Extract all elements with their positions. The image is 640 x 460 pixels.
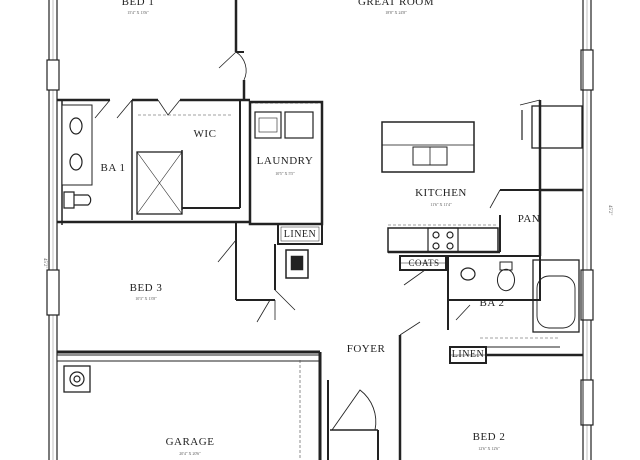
room-dim-great-room: 18'8" X 24'8" — [385, 10, 407, 15]
room-label-pan: PAN — [517, 213, 541, 225]
room-label-linen-1: LINEN — [283, 229, 317, 240]
room-dim-laundry: 10'5" X 5'5" — [275, 171, 295, 176]
window-left-2 — [46, 269, 60, 316]
room-label-bed3: BED 3 — [129, 282, 163, 294]
garage-water-heater — [63, 365, 91, 393]
ba2-tub — [532, 259, 580, 333]
room-label-ba2: BA 2 — [479, 297, 505, 309]
room-label-coats: COATS — [408, 258, 440, 268]
room-label-wic: WIC — [193, 128, 217, 140]
room-label-kitchen: KITCHEN — [415, 187, 467, 199]
ba1-toilet — [63, 191, 92, 209]
room-dim-kitchen: 11'6" X 11'4" — [430, 202, 452, 207]
room-label-bed2: BED 2 — [472, 431, 506, 443]
side-dimension-right: 45'2" — [607, 205, 612, 216]
window-left-1 — [46, 59, 60, 91]
ba1-sink-2 — [69, 153, 83, 171]
refrigerator — [531, 105, 583, 149]
room-label-garage: GARAGE — [165, 436, 215, 448]
range — [427, 227, 459, 253]
room-dim-bed3: 10'3" X 13'8" — [135, 296, 157, 301]
room-label-foyer: FOYER — [346, 343, 386, 355]
linen-1 — [277, 223, 323, 245]
dryer — [284, 111, 314, 139]
ba2-sink — [460, 267, 476, 281]
window-right-1 — [580, 49, 594, 91]
room-label-ba1: BA 1 — [100, 162, 126, 174]
room-label-laundry: LAUNDRY — [256, 155, 314, 167]
window-right-3 — [580, 379, 594, 426]
entry-door — [331, 389, 377, 431]
ba2-toilet — [496, 261, 516, 292]
kitchen-counter — [387, 227, 499, 253]
ba1-vanity — [61, 104, 93, 186]
garage-wall — [56, 354, 320, 362]
room-dim-garage: 20'4" X 20'6" — [179, 451, 201, 456]
water-heater — [285, 249, 309, 279]
room-dim-bed1: 15'4" X 13'6" — [127, 10, 149, 15]
room-label-linen-2: LINEN — [451, 349, 485, 360]
ba2-walls — [447, 255, 541, 301]
room-label-great-room: GREAT ROOM — [357, 0, 435, 8]
window-right-2 — [580, 269, 594, 321]
room-label-bed1: BED 1 — [121, 0, 155, 8]
room-dim-bed2: 12'6" X 12'6" — [478, 446, 500, 451]
side-dimension-left: 45'2" — [42, 258, 47, 269]
washer — [254, 111, 282, 139]
ba1-sink-1 — [69, 117, 83, 135]
